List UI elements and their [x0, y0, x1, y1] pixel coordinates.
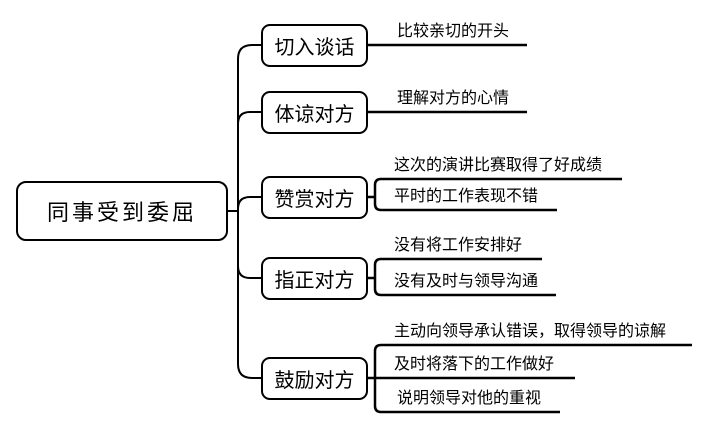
leaf-topic[interactable]: 这次的演讲比赛取得了好成绩 — [394, 157, 603, 174]
leaf-topic[interactable]: 主动向领导承认错误，取得领导的谅解 — [394, 323, 667, 340]
branch-topic-5[interactable]: 鼓励对方 — [261, 357, 368, 400]
elbow-branch-4 — [237, 265, 261, 279]
leafline-branch-5 — [368, 343, 692, 414]
branch-topic-4[interactable]: 指正对方 — [261, 257, 368, 300]
leaf-topic[interactable]: 比较亲切的开头 — [397, 23, 510, 40]
trunk-line — [237, 44, 261, 379]
root-topic[interactable]: 同事受到委屈 — [16, 181, 228, 241]
leaf-topic[interactable]: 没有将工作安排好 — [394, 237, 523, 254]
branch-topic-1[interactable]: 切入谈话 — [261, 24, 368, 67]
branch-topic-3[interactable]: 赞赏对方 — [261, 176, 368, 219]
leaf-topic[interactable]: 说明领导对他的重视 — [397, 390, 542, 407]
elbow-branch-3 — [237, 196, 261, 210]
branch-topic-2[interactable]: 体谅对方 — [261, 91, 368, 134]
leafline-branch-4 — [368, 257, 556, 297]
leaf-topic[interactable]: 理解对方的心情 — [397, 90, 510, 107]
elbow-branch-2 — [237, 111, 261, 125]
leaf-topic[interactable]: 及时将落下的工作做好 — [394, 356, 555, 373]
leaf-topic[interactable]: 没有及时与领导沟通 — [394, 273, 539, 290]
leaf-topic[interactable]: 平时的工作表现不错 — [394, 188, 539, 205]
leafline-branch-3 — [368, 177, 622, 212]
